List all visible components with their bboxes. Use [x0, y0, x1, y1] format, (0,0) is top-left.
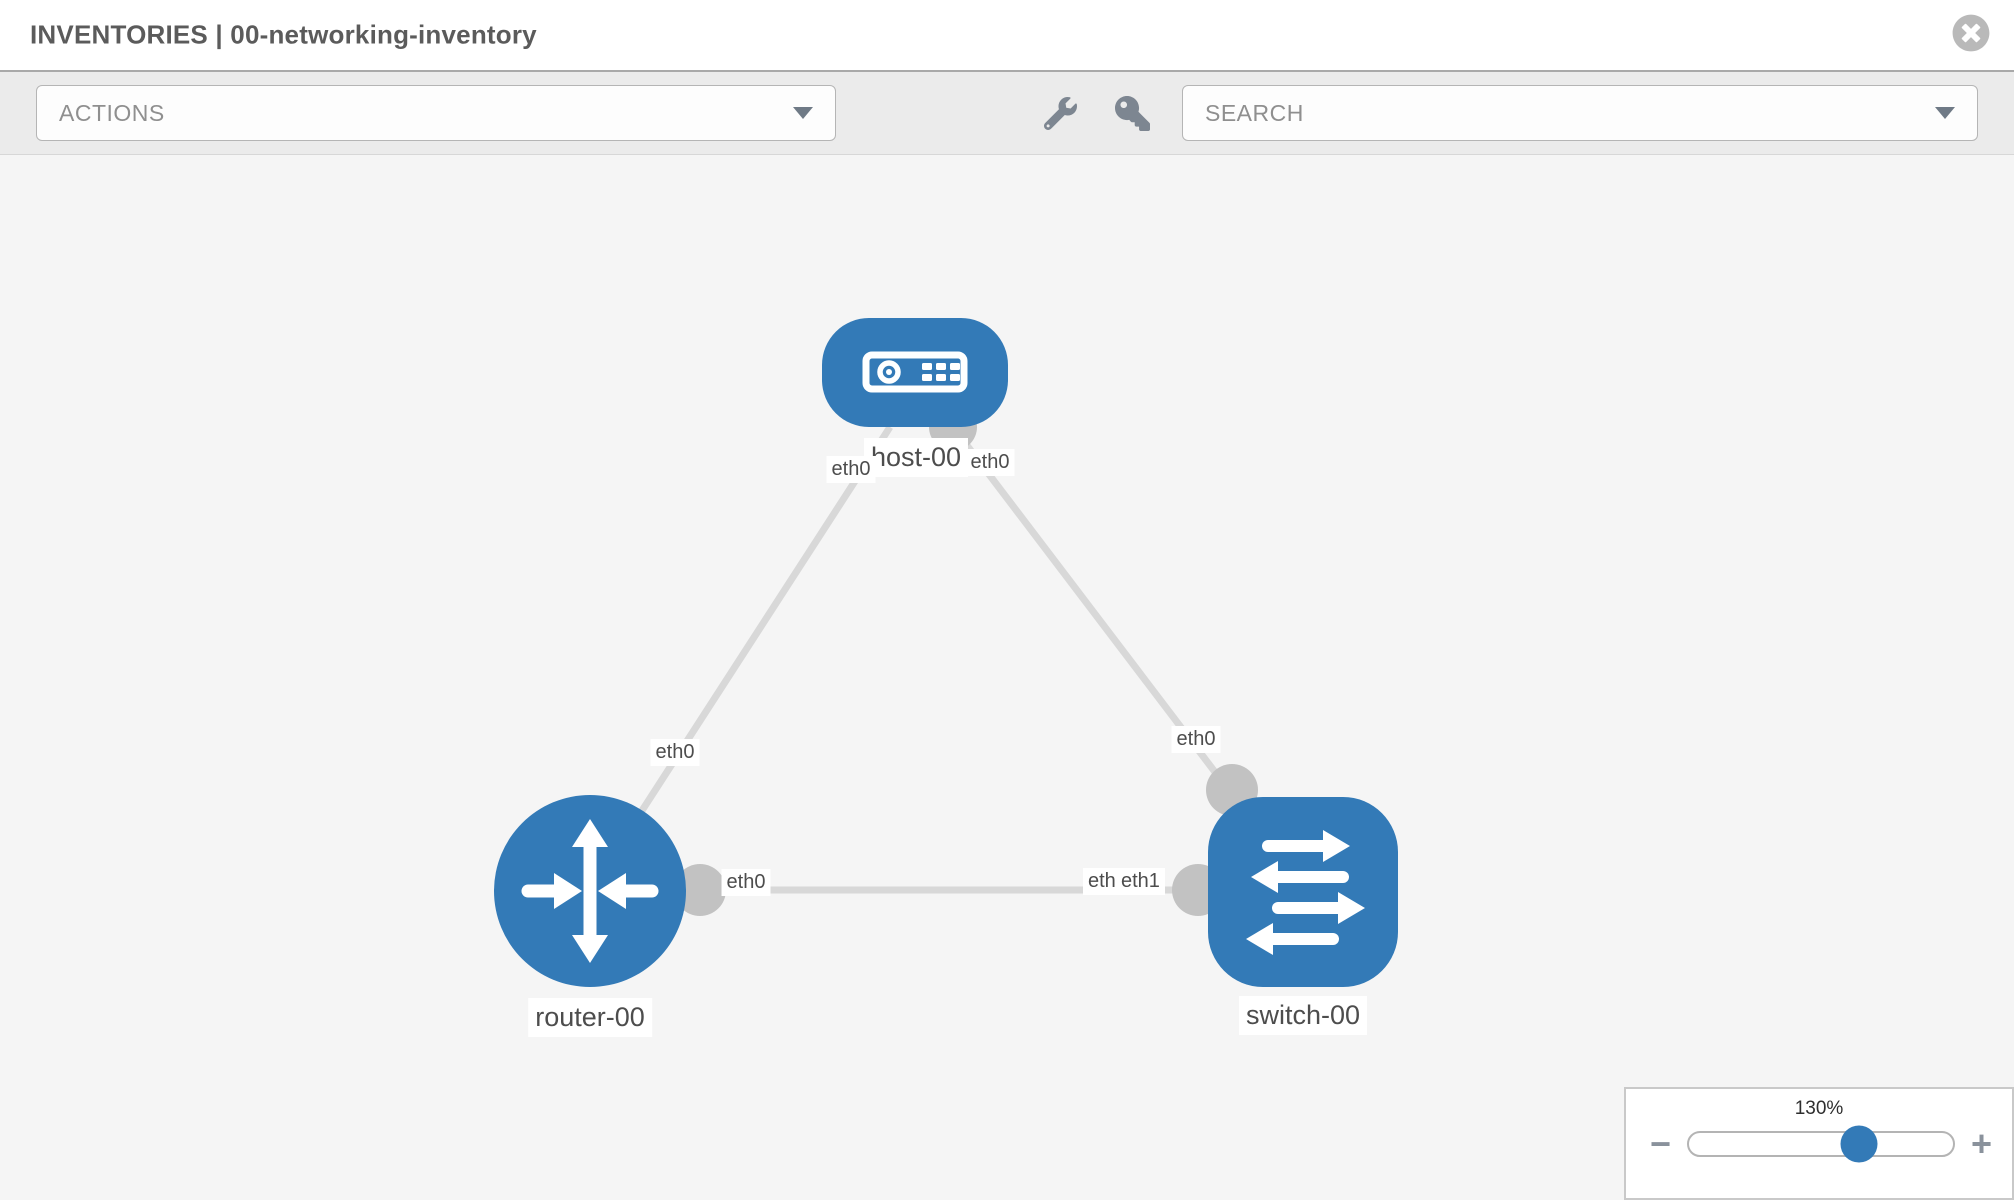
zoom-in-button[interactable]: + — [1967, 1126, 1996, 1162]
wrench-icon — [1044, 96, 1077, 130]
router-icon — [521, 819, 659, 963]
page-title: INVENTORIES | 00-networking-inventory — [30, 19, 537, 50]
actions-dropdown-label: ACTIONS — [59, 99, 165, 126]
zoom-level-text: 130% — [1794, 1098, 1844, 1119]
node-label-router: router-00 — [528, 998, 652, 1037]
actions-dropdown[interactable]: ACTIONS — [36, 85, 836, 141]
switch-icon — [1246, 830, 1365, 955]
interface-label-router-eth0-uplink: eth0 — [650, 739, 700, 766]
key-icon — [1115, 95, 1150, 131]
interface-label-host-eth0-right: eth0 — [965, 449, 1015, 476]
node-label-switch: switch-00 — [1238, 996, 1368, 1035]
interface-label-host-eth0-left: eth0 — [826, 456, 876, 483]
interface-dot-router-eth0[interactable] — [674, 864, 726, 916]
toolbar: ACTIONS SEARCH — [0, 70, 2014, 155]
close-button[interactable] — [1952, 14, 1990, 52]
credentials-button[interactable] — [1115, 95, 1150, 131]
zoom-slider[interactable] — [1687, 1125, 1955, 1163]
host-icon — [862, 351, 968, 393]
node-label-host: host-00 — [863, 438, 969, 477]
chevron-down-icon — [1935, 107, 1955, 119]
interface-label-switch-eth1: eth1 — [1116, 868, 1165, 895]
interface-label-router-eth0: eth0 — [721, 869, 771, 896]
search-dropdown-label: SEARCH — [1205, 99, 1304, 126]
topology-canvas[interactable]: host-00 router-00 switch-00 eth0 eth0 et… — [0, 155, 2014, 1200]
zoom-panel: 130% − + — [1624, 1087, 2014, 1200]
configure-button[interactable] — [1044, 96, 1077, 130]
topology-graph — [494, 318, 1398, 987]
node-switch-00[interactable] — [1208, 797, 1398, 987]
node-host-00[interactable] — [822, 318, 1008, 427]
close-icon — [1952, 14, 1990, 52]
chevron-down-icon — [793, 107, 813, 119]
zoom-out-button[interactable]: − — [1646, 1126, 1675, 1162]
page-header: INVENTORIES | 00-networking-inventory — [0, 0, 2014, 70]
interface-label-switch-eth0: eth0 — [1171, 726, 1221, 753]
search-dropdown[interactable]: SEARCH — [1182, 85, 1978, 141]
zoom-slider-thumb[interactable] — [1840, 1125, 1878, 1163]
